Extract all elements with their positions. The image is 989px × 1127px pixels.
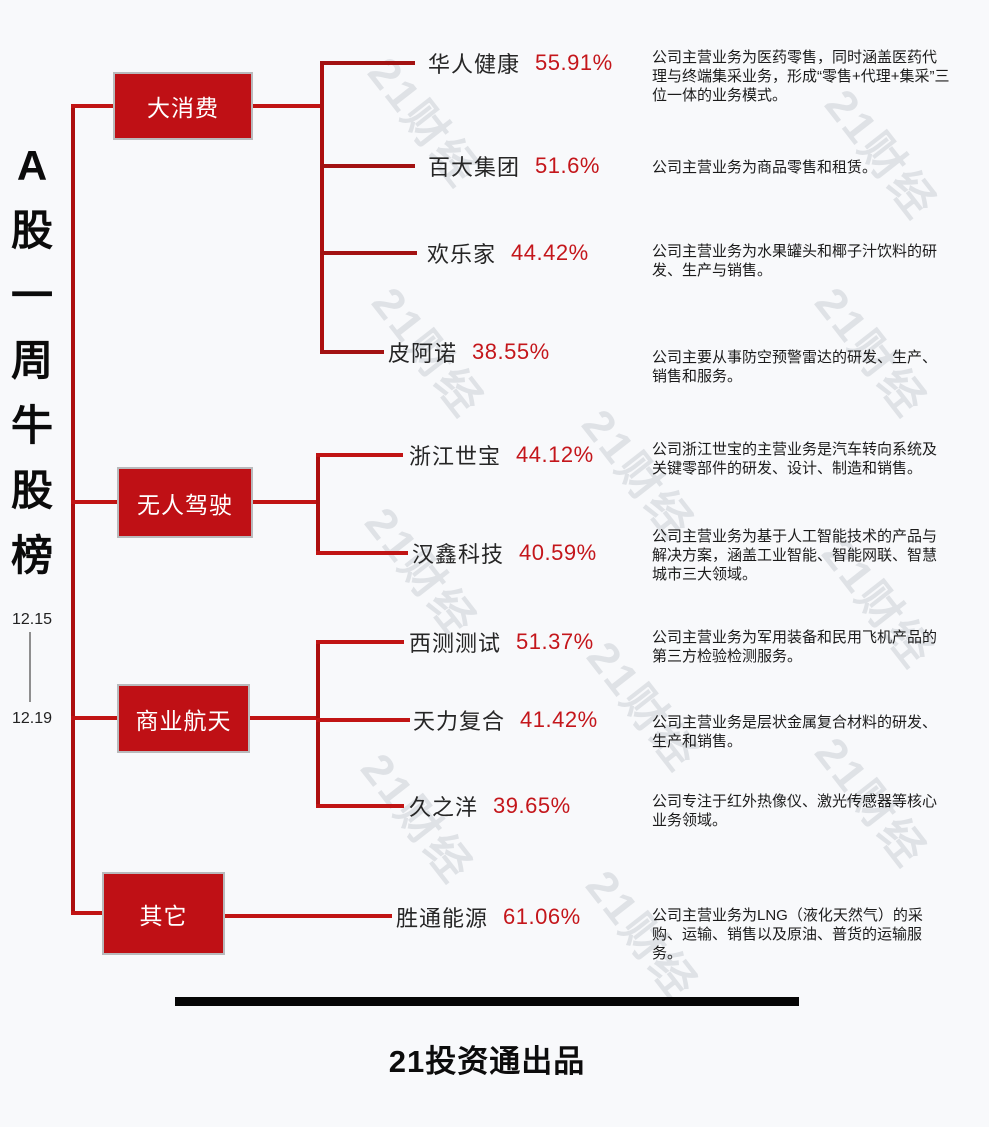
footer-divider-bar — [175, 997, 799, 1006]
stock-description: 公司浙江世宝的主营业务是汽车转向系统及关键零部件的研发、设计、制造和销售。 — [652, 441, 938, 477]
stock-gain-pct: 44.42% — [511, 240, 589, 265]
stock-description: 公司主营业务为LNG（液化天然气）的采购、运输、销售以及原油、普货的运输服务。 — [652, 907, 923, 962]
footer-brand: 21投资通出品 — [388, 1044, 586, 1079]
category-box-others: 其它 — [102, 872, 225, 955]
category-box-autonomous-driving: 无人驾驶 — [117, 467, 253, 538]
title-char: 榜 — [10, 532, 53, 579]
stock-name: 汉鑫科技 — [412, 542, 505, 567]
stock-name: 浙江世宝 — [409, 444, 502, 469]
stock-description: 公司主营业务为基于人工智能技术的产品与解决方案，涵盖工业智能、智能网联、智慧城市… — [652, 528, 938, 583]
stock-gain-pct: 55.91% — [535, 50, 613, 75]
title-char: A — [16, 142, 48, 189]
stock-row: 胜通能源 61.06% — [396, 902, 581, 932]
stock-row: 西测测试 51.37% — [409, 627, 594, 657]
stock-row: 汉鑫科技 40.59% — [412, 538, 597, 568]
stock-description: 公司主营业务为军用装备和民用飞机产品的第三方检验检测服务。 — [652, 629, 938, 665]
stock-gain-pct: 41.42% — [520, 707, 598, 732]
stock-row: 浙江世宝 44.12% — [409, 440, 594, 470]
stock-gain-pct: 38.55% — [472, 339, 550, 364]
stock-name: 欢乐家 — [427, 242, 497, 267]
date-range-line — [29, 632, 31, 702]
title-char: 牛 — [10, 402, 53, 449]
stock-name: 西测测试 — [409, 631, 502, 656]
title-char: 一 — [10, 272, 53, 319]
stock-row: 皮阿诺 38.55% — [388, 337, 550, 367]
stock-name: 胜通能源 — [396, 906, 489, 931]
stock-description: 公司主要从事防空预警雷达的研发、生产、销售和服务。 — [652, 349, 938, 385]
stock-name: 百大集团 — [428, 155, 521, 180]
stock-row: 华人健康 55.91% — [428, 48, 613, 78]
stock-description: 公司主营业务为水果罐头和椰子汁饮料的研发、生产与销售。 — [652, 243, 938, 279]
stock-name: 华人健康 — [428, 52, 521, 77]
stock-description: 公司主营业务为医药零售，同时涵盖医药代理与终端集采业务，形成“零售+代理+集采”… — [652, 49, 950, 104]
stock-name: 皮阿诺 — [388, 341, 458, 366]
stock-row: 久之洋 39.65% — [409, 791, 571, 821]
stock-row: 欢乐家 44.42% — [427, 238, 589, 268]
stock-gain-pct: 44.12% — [516, 442, 594, 467]
stock-description: 公司专注于红外热像仪、激光传感器等核心业务领域。 — [652, 793, 938, 829]
title-char: 股 — [10, 467, 53, 514]
stock-gain-pct: 51.6% — [535, 153, 600, 178]
date-end: 12.19 — [11, 710, 53, 727]
stock-description: 公司主营业务是层状金属复合材料的研发、生产和销售。 — [652, 714, 938, 750]
date-start: 12.15 — [11, 611, 53, 628]
stock-name: 天力复合 — [413, 709, 506, 734]
category-box-commercial-aerospace: 商业航天 — [117, 684, 250, 753]
stock-gain-pct: 61.06% — [503, 904, 581, 929]
stock-row: 百大集团 51.6% — [428, 151, 600, 181]
title-char: 股 — [10, 207, 53, 254]
stock-gain-pct: 51.37% — [516, 629, 594, 654]
stock-name: 久之洋 — [409, 795, 479, 820]
title-char: 周 — [10, 337, 53, 384]
stock-row: 天力复合 41.42% — [413, 705, 598, 735]
category-box-consumption: 大消费 — [113, 72, 253, 140]
stock-description: 公司主营业务为商品零售和租赁。 — [652, 159, 878, 176]
stock-gain-pct: 40.59% — [519, 540, 597, 565]
stock-gain-pct: 39.65% — [493, 793, 571, 818]
